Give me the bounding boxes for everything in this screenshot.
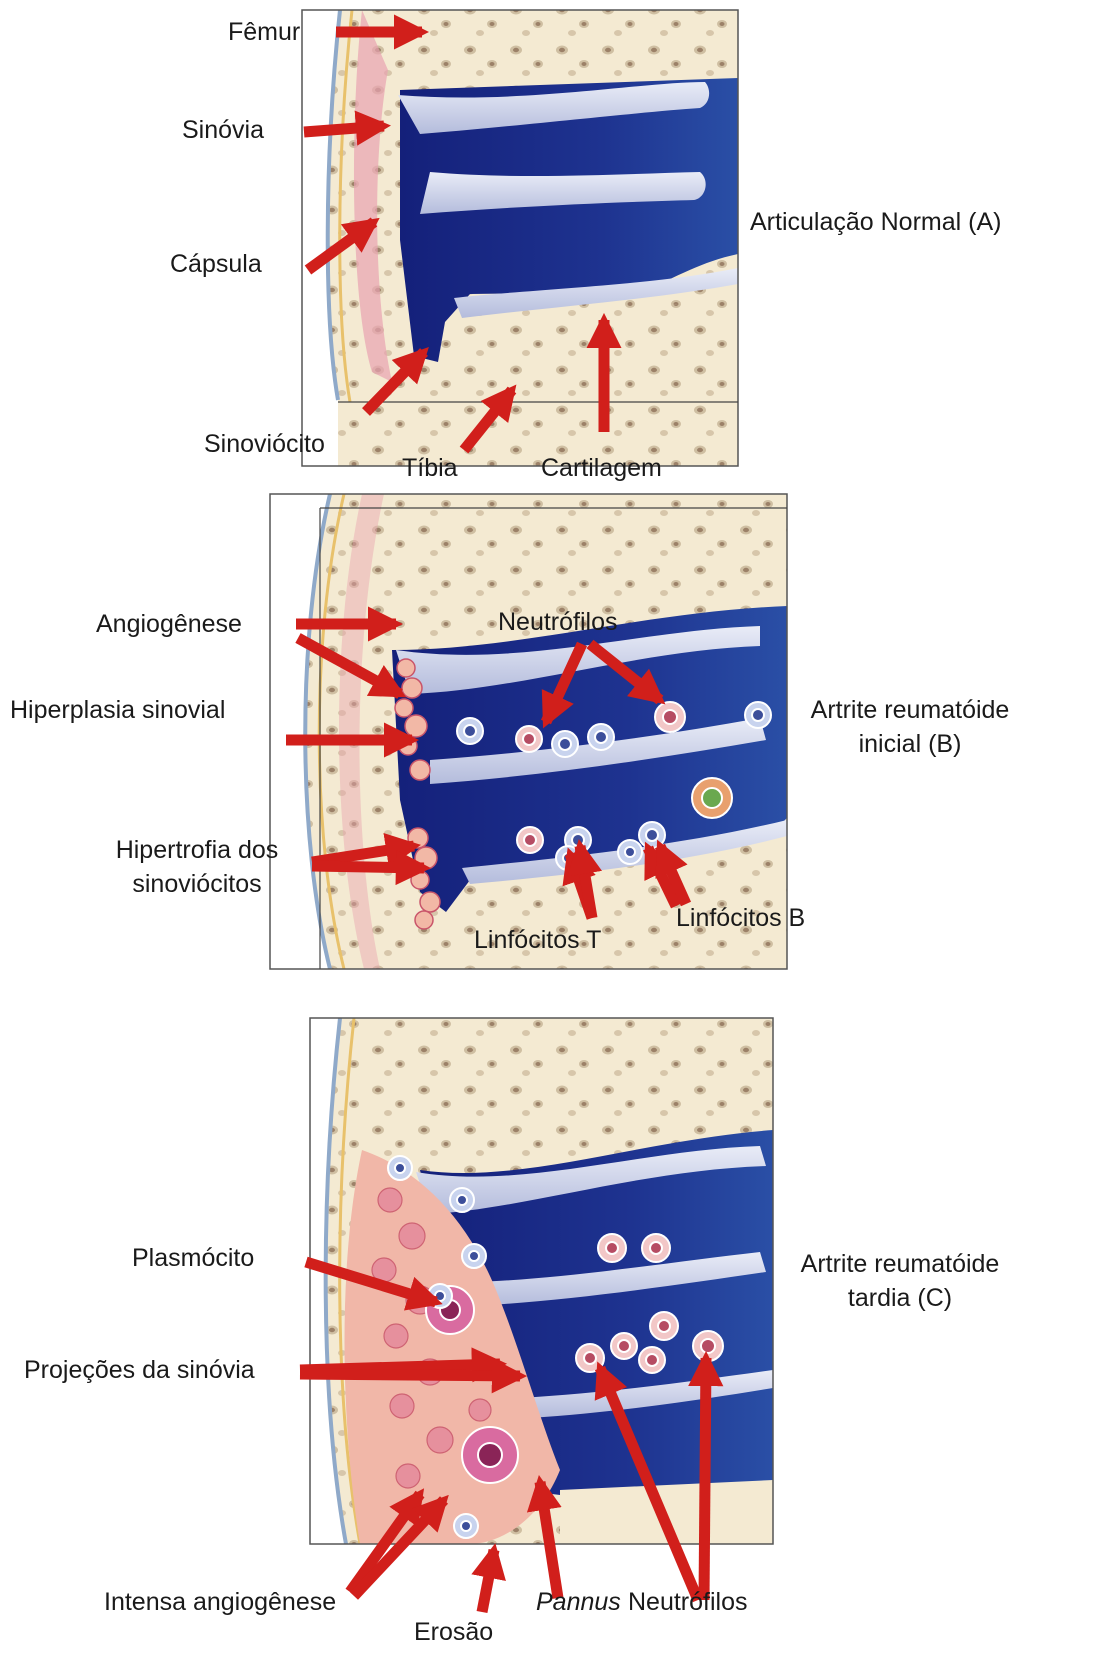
label-sinoviocito: Sinoviócito xyxy=(204,432,325,457)
caption-panel-c-line2: tardia (C) xyxy=(790,1286,1010,1311)
caption-panel-c-line1: Artrite reumatóide xyxy=(790,1252,1010,1277)
label-tibia: Tíbia xyxy=(402,456,458,481)
label-femur: Fêmur xyxy=(228,20,300,45)
arrow-projecoes-2 xyxy=(300,1374,520,1376)
arrow-hipertrofia-2 xyxy=(312,866,424,868)
caption-panel-b-line2: inicial (B) xyxy=(800,732,1020,757)
label-capsula: Cápsula xyxy=(170,252,262,277)
label-intensa: Intensa angiogênese xyxy=(104,1590,336,1615)
arrow-sinovia xyxy=(304,126,384,132)
label-cartilagem: Cartilagem xyxy=(541,456,662,481)
label-neutrofilos-b: Neutrófilos xyxy=(498,610,618,635)
label-pannus: Pannus xyxy=(536,1590,621,1615)
panel-a-illustration xyxy=(302,10,738,466)
label-erosao: Erosão xyxy=(414,1620,493,1645)
label-neutrofilos-c: Neutrófilos xyxy=(628,1590,748,1615)
label-sinovia: Sinóvia xyxy=(182,118,264,143)
label-linfocitos-b: Linfócitos B xyxy=(676,906,805,931)
caption-panel-b-line1: Artrite reumatóide xyxy=(800,698,1020,723)
label-hiperplasia: Hiperplasia sinovial xyxy=(10,698,225,723)
label-linfocitos-t: Linfócitos T xyxy=(474,928,601,953)
label-hipertrofia-line1: Hipertrofia dos xyxy=(98,838,296,863)
arrow-erosao xyxy=(482,1550,494,1612)
label-angiogenese: Angiogênese xyxy=(96,612,242,637)
label-plasmocito: Plasmócito xyxy=(132,1246,254,1271)
panel-b-illustration xyxy=(270,494,787,969)
caption-panel-a: Articulação Normal (A) xyxy=(750,210,1001,235)
label-hipertrofia-line2: sinoviócitos xyxy=(98,872,296,897)
label-pannus-text: Pannus xyxy=(536,1588,621,1616)
arrow-neutrofilos-c-2 xyxy=(704,1358,706,1600)
label-projecoes: Projeções da sinóvia xyxy=(24,1358,255,1383)
